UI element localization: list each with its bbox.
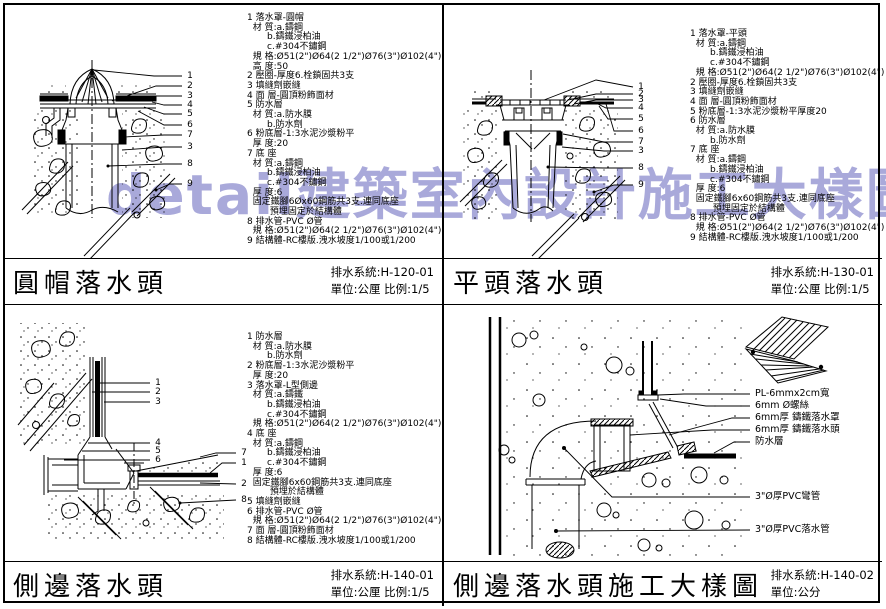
unit-scale: 單位:公分: [770, 585, 821, 599]
round-cap-geometry: [22, 60, 175, 258]
panel-title: 圓帽落水頭: [13, 269, 169, 299]
side-drain-construction-drawing: [444, 305, 882, 561]
callout-number: 1: [155, 378, 161, 388]
flat-head-drain-drawing: [444, 4, 882, 258]
title-block-side-drain: 側邊落水頭 排水系統:H-140-01 單位:公厘 比例:1/5: [4, 561, 442, 605]
side-drain-geometry: [18, 323, 224, 539]
callout-number: 5: [638, 114, 644, 124]
callout-number: 2: [638, 89, 644, 99]
label-pl-bar: PL-6mmx2cm寬: [755, 388, 830, 399]
flat-head-geometry: [460, 70, 625, 258]
panel-title: 平頭落水頭: [453, 269, 609, 299]
notes-side-drain: 1 防水層 材 質:a.防水膜 b.防水劑 2 粉底層-1:3水泥沙漿粉平 厚 …: [247, 332, 442, 546]
callout-number: 5: [155, 446, 161, 456]
panel-side-construction: PL-6mmx2cm寬 6mm Ø螺絲 6mm厚 鑄鐵落水罩 6mm厚 鑄鐵落水…: [444, 305, 882, 561]
callout-number: 4: [187, 100, 193, 110]
callout-number: 2: [241, 479, 247, 489]
callout-number: 3: [155, 397, 161, 407]
callout-number: 9: [638, 180, 644, 190]
callout-number: 6: [187, 120, 193, 130]
callout-number: 3: [187, 91, 193, 101]
callout-number: 8: [241, 495, 247, 505]
callout-number: 2: [187, 81, 193, 91]
title-block-flat-head: 平頭落水頭 排水系統:H-130-01 單位:公厘 比例:1/5: [444, 258, 882, 305]
side-drain-leaders: [64, 383, 236, 505]
unit-scale: 單位:公厘 比例:1/5: [770, 282, 870, 296]
notes-round-cap: 1 落水罩-圓帽 材 質:a.鑄鋼 b.鑄鐵浸柏油 c.#304不鏽鋼 規 格:…: [247, 13, 442, 247]
callout-number: 4: [638, 103, 644, 113]
system-code: 排水系統:H-140-01: [330, 568, 434, 582]
title-block-round-cap: 圓帽落水頭 排水系統:H-120-01 單位:公厘 比例:1/5: [4, 258, 442, 305]
label-drain-head: 6mm厚 鑄鐵落水頭: [755, 424, 840, 435]
center-divider-line: [442, 3, 444, 606]
round-cap-leaders: [94, 70, 182, 192]
callout-number: 4: [155, 438, 161, 448]
flat-head-leaders: [544, 80, 633, 194]
callout-number: 1: [241, 458, 247, 468]
panel-round-cap: 1 2 3 4 5 6 7 3 8 9 1 落水罩-圓帽 材 質:a.鑄鋼 b.…: [4, 4, 443, 258]
callout-number: 3: [638, 146, 644, 156]
callout-number: 3: [187, 142, 193, 152]
label-pvc-elbow: 3"Ø厚PVC彎管: [755, 491, 821, 502]
unit-scale: 單位:公厘 比例:1/5: [330, 282, 430, 296]
callout-number: 1: [638, 82, 644, 92]
system-code: 排水系統:H-120-01: [330, 265, 434, 279]
callout-number: 6: [155, 455, 161, 465]
panel-title: 側邊落水頭: [13, 572, 169, 602]
callout-number: 7: [187, 130, 193, 140]
system-code: 排水系統:H-140-02: [770, 568, 874, 582]
panel-side-drain: 1 2 3 4 5 6 7 1 2 8 1 防水層 材 質:a.防水膜 b.防水…: [4, 305, 443, 561]
callout-number: 8: [638, 163, 644, 173]
callout-number: 2: [155, 387, 161, 397]
callout-number: 5: [187, 109, 193, 119]
notes-flat-head: 1 落水罩-平頭 材 質:a.鑄鋼 b.鑄鐵浸柏油 c.#304不鏽鋼 規 格:…: [690, 29, 885, 243]
callout-number: 1: [187, 71, 193, 81]
callout-number: 8: [187, 159, 193, 169]
label-pvc-downpipe: 3"Ø厚PVC落水管: [755, 524, 830, 535]
title-block-side-construction: 側邊落水頭施工大樣圖 排水系統:H-140-02 單位:公分: [444, 561, 882, 605]
system-code: 排水系統:H-130-01: [770, 265, 874, 279]
panel-title: 側邊落水頭施工大樣圖: [453, 572, 764, 602]
side-drain-drawing: [4, 323, 443, 561]
callout-number: 7: [241, 448, 247, 458]
label-screw: 6mm Ø螺絲: [755, 400, 810, 411]
construction-geometry: [490, 317, 828, 558]
label-drain-cover: 6mm厚 鑄鐵落水罩: [755, 412, 840, 423]
panel-flat-head: 1 2 3 4 5 6 7 3 8 9 1 落水罩-平頭 材 質:a.鑄鋼 b.…: [444, 4, 885, 258]
unit-scale: 單位:公厘 比例:1/5: [330, 585, 430, 599]
round-cap-drain-drawing: [4, 4, 443, 258]
callout-number: 6: [638, 126, 644, 136]
construction-leaders: [554, 394, 750, 533]
label-waterproofing: 防水層: [755, 436, 784, 447]
callout-number: 3: [638, 95, 644, 105]
callout-number: 9: [187, 179, 193, 189]
callout-number: 7: [638, 137, 644, 147]
